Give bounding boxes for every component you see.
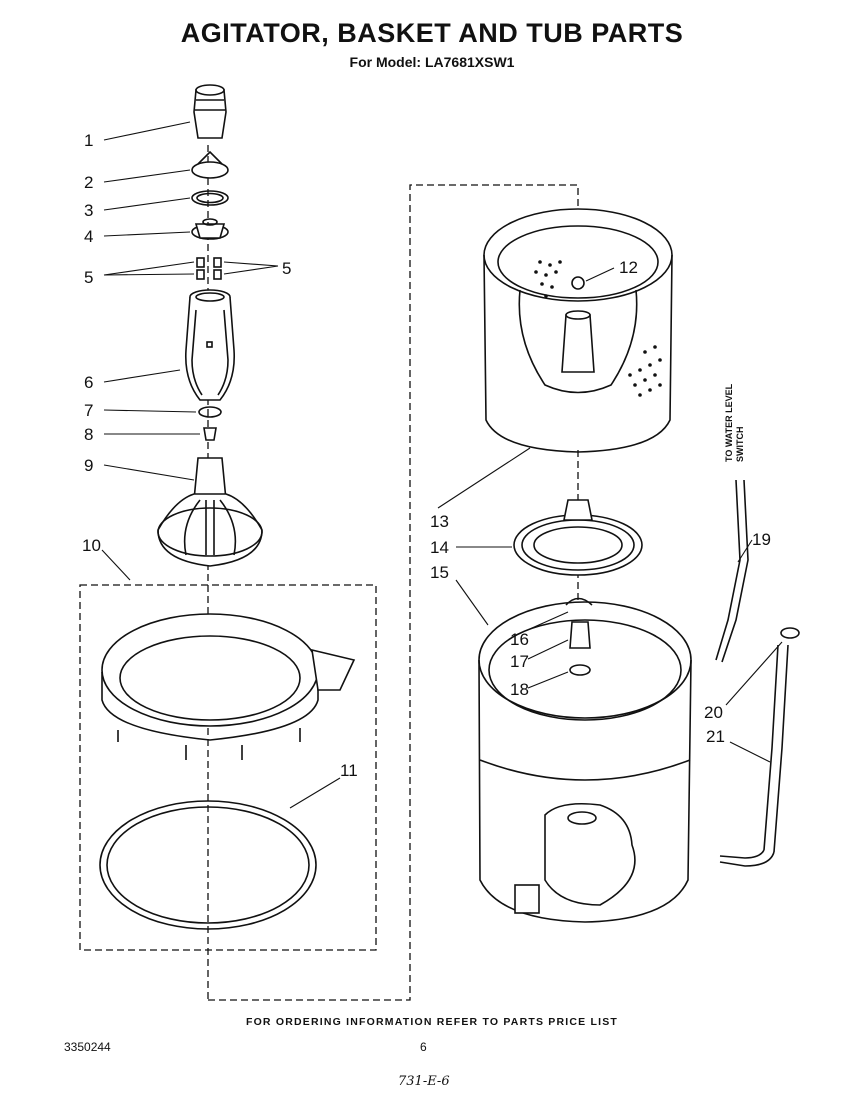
part-19-pressure-hose [715,479,749,663]
leader-lines [101,121,783,809]
callout-3: 3 [84,201,93,220]
callout-20: 20 [704,703,723,722]
callout-18: 18 [510,680,529,699]
callout-11: 11 [340,761,358,780]
part-9-agitator-skirt [157,457,263,567]
callout-15: 15 [430,563,449,582]
page-title: AGITATOR, BASKET AND TUB PARTS [180,18,684,48]
part-14-basket-hub-plate [513,499,643,576]
water-level-switch-note: TO WATER LEVEL SWITCH [724,383,745,462]
part-10-assembly-box [79,584,377,951]
part-7-seal [198,406,222,418]
part-18-spanner-nut [569,664,591,676]
part-2-cam [191,150,229,179]
part-13-basket [483,208,673,453]
ordering-note: FOR ORDERING INFORMATION REFER TO PARTS … [245,1016,619,1028]
basket-perforations [534,260,662,397]
side-note-line-1: TO WATER LEVEL [724,383,734,462]
callout-16: 16 [510,630,529,649]
side-note-line-2: SWITCH [735,427,745,463]
part-16-clip [565,597,593,606]
handwritten-note: 731-E-6 [398,1074,450,1089]
callout-12: 12 [619,258,638,277]
part-6-agitator-barrel [184,289,236,401]
part-17-drive-tube [569,621,591,649]
callout-21: 21 [706,727,725,746]
callout-7: 7 [84,401,93,420]
page-number: 6 [420,1040,427,1054]
callout-5-left: 5 [84,268,93,287]
callout-8: 8 [84,425,93,444]
callout-10: 10 [82,536,101,555]
document-number: 3350244 [64,1040,111,1054]
callout-13: 13 [430,512,449,531]
callout-6: 6 [84,373,93,392]
callout-19: 19 [752,530,771,549]
callout-9: 9 [84,456,93,475]
part-11-tub-ring [99,800,317,930]
callout-5-right: 5 [282,259,291,278]
part-3-ring [191,190,229,206]
part-5-dogs [196,257,222,280]
callout-1: 1 [84,131,93,150]
callout-4: 4 [84,227,93,246]
callout-2: 2 [84,173,93,192]
part-4-drive-block [191,218,229,240]
part-8-nut [203,427,217,441]
part-20-hose-clamp [780,627,800,639]
model-subtitle: For Model: LA7681XSW1 [349,54,515,70]
part-15-outer-tub [478,601,692,923]
callout-numbers: 1 2 3 4 5 5 6 7 8 9 10 11 12 13 14 15 16… [82,131,771,780]
part-1-agitator-cap [193,84,227,139]
callout-17: 17 [510,652,529,671]
callout-14: 14 [430,538,449,557]
part-21-air-dome-hose [719,644,789,867]
